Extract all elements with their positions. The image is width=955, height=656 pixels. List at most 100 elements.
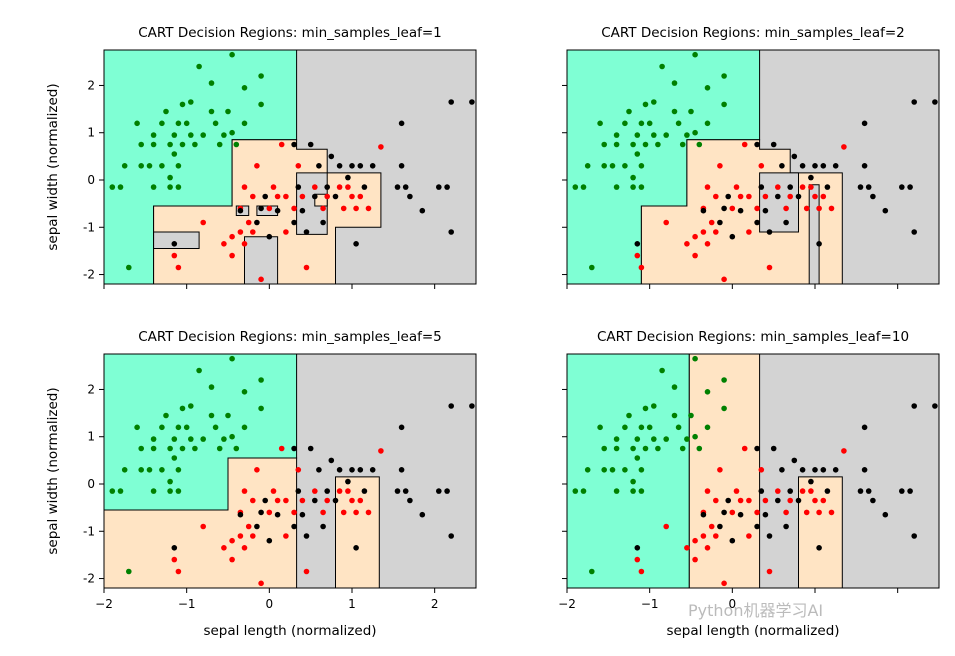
data-point-virginica [237,511,244,518]
x-tick-label: 2 [431,597,439,611]
data-point-setosa [216,445,223,452]
data-point-versicolor [324,497,331,504]
data-point-setosa [638,424,645,431]
data-point-versicolor [684,545,690,551]
data-point-virginica [469,403,475,409]
data-point-virginica [795,193,802,200]
data-point-versicolor [200,219,206,226]
data-point-virginica [345,478,351,485]
data-point-virginica [861,163,868,169]
data-point-versicolor [254,467,260,473]
data-point-versicolor [378,144,384,150]
data-point-virginica [295,488,302,494]
data-point-setosa [597,424,603,431]
data-point-versicolor [692,233,698,240]
data-point-versicolor [766,568,773,575]
data-point-versicolor [353,205,359,212]
data-point-setosa [675,120,682,127]
data-point-setosa [613,141,620,148]
data-point-setosa [138,467,144,473]
data-point-setosa [229,433,235,440]
data-point-versicolor [713,229,719,235]
data-point-virginica [332,193,339,200]
data-point-virginica [787,184,793,190]
data-point-setosa [221,436,227,442]
data-point-virginica [754,219,760,226]
data-point-virginica [865,488,872,494]
data-point-setosa [655,141,661,148]
data-point-setosa [188,403,194,409]
data-point-setosa [584,163,591,169]
data-point-setosa [638,120,645,127]
data-point-virginica [861,120,868,127]
data-point-virginica [762,511,769,518]
data-point-setosa [613,436,620,442]
data-point-versicolor [270,184,277,190]
data-point-setosa [159,467,165,473]
data-point-versicolor [254,163,260,169]
data-point-versicolor [828,205,835,212]
data-point-setosa [117,488,124,494]
data-point-virginica [398,467,405,473]
data-point-setosa [630,478,636,485]
data-point-versicolor [663,219,669,226]
data-point-versicolor [808,184,814,190]
data-point-setosa [150,445,157,452]
plot-frame [566,49,940,285]
data-point-virginica [274,511,281,518]
data-point-versicolor [717,467,723,473]
data-point-versicolor [783,205,789,212]
plot-frame [566,353,940,589]
data-point-setosa [696,445,703,452]
data-point-virginica [832,467,839,473]
data-point-versicolor [775,184,781,190]
data-point-virginica [332,497,339,504]
data-point-versicolor [841,144,847,150]
data-point-versicolor [278,445,285,452]
data-point-versicolor [803,509,810,516]
data-point-versicolor [336,184,343,190]
data-point-setosa [642,141,649,148]
data-point-virginica [779,467,785,473]
data-point-versicolor [754,205,760,212]
data-point-versicolor [741,141,748,148]
y-tick-label: 1 [87,430,95,444]
data-point-setosa [150,436,157,442]
data-point-versicolor [638,568,645,575]
x-tick-label: −1 [178,597,196,611]
data-point-setosa [572,488,579,494]
data-point-setosa [188,436,194,442]
data-point-versicolor [320,205,326,212]
data-point-virginica [865,184,872,190]
data-point-setosa [212,424,219,431]
data-point-setosa [175,488,182,494]
data-point-virginica [394,184,401,190]
data-point-setosa [150,184,157,190]
data-point-setosa [675,424,682,431]
y-tick-label: -1 [83,220,95,234]
data-point-setosa [721,73,727,79]
data-point-virginica [303,533,310,539]
data-point-virginica [808,478,814,485]
data-point-setosa [704,389,711,395]
data-point-setosa [212,120,219,127]
subplot-2: CART Decision Regions: min_samples_leaf=… [562,25,940,289]
data-point-versicolor [229,252,235,259]
data-point-versicolor [684,241,690,247]
decision-region-versicolor [314,193,328,207]
data-point-setosa [179,141,186,148]
data-point-virginica [436,184,442,190]
data-point-setosa [659,63,665,70]
data-point-setosa [208,412,215,419]
data-point-virginica [291,523,297,530]
decision-region-versicolor [104,457,298,588]
data-point-virginica [291,445,297,452]
data-point-setosa [638,467,645,473]
data-point-virginica [783,523,789,530]
data-point-virginica [349,467,355,473]
data-point-virginica [361,488,368,494]
y-tick-label: -2 [83,572,95,586]
subplot-title: CART Decision Regions: min_samples_leaf=… [138,25,442,41]
data-point-versicolor [783,509,789,516]
data-point-setosa [704,424,711,431]
